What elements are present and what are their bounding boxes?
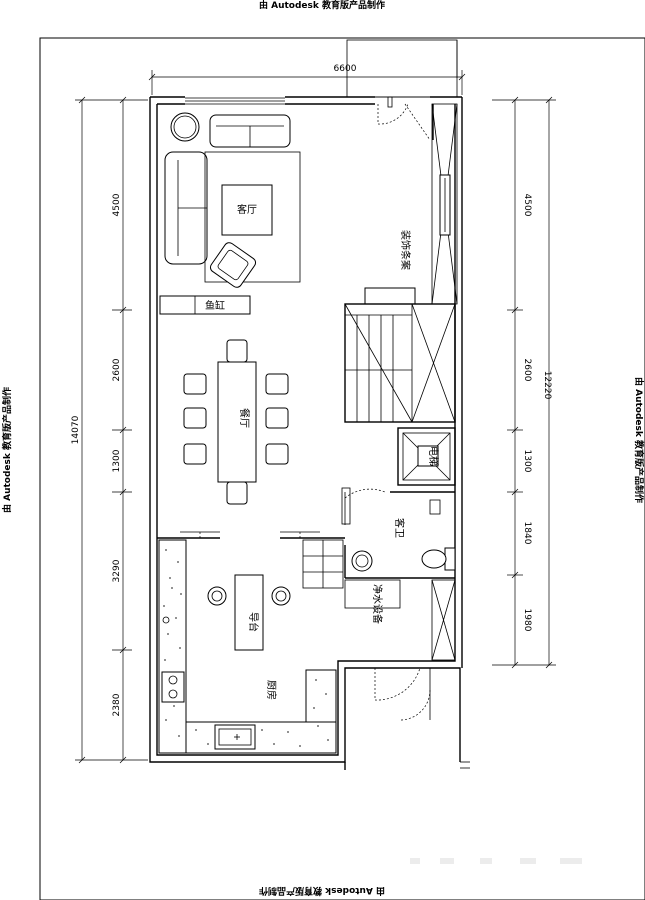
walls	[149, 39, 470, 770]
dimension-left: 14070 4500 2600 1300 3290 2380	[71, 96, 148, 764]
chair	[265, 443, 289, 465]
chair	[183, 373, 207, 395]
scan-noise	[410, 858, 582, 864]
dining-table	[217, 361, 257, 483]
wash-basin	[351, 550, 373, 572]
kitchen-counter-right	[305, 669, 337, 723]
entrance-door-bottom	[374, 667, 421, 701]
dimension-left-4: 3290	[112, 559, 122, 582]
dimension-left-2: 2600	[112, 358, 122, 381]
kitchen-counter-left	[158, 539, 187, 754]
room-label-island: 导台	[247, 612, 260, 632]
chair	[265, 373, 289, 395]
room-label-elevator: 电梯	[427, 446, 440, 466]
room-label-decor-cabinet: 装饰条案	[399, 230, 412, 270]
dimension-right-3: 1300	[522, 450, 532, 473]
room-label-water-purifier: 净水设备	[371, 584, 384, 624]
dimension-left-3: 1300	[112, 449, 122, 472]
watermark-right: 由 Autodesk 教育版产品制作	[633, 377, 645, 503]
dimension-right-5: 1980	[522, 609, 532, 632]
bar-stool	[271, 586, 291, 606]
round-side-table	[170, 112, 200, 142]
chair	[183, 443, 207, 465]
dimension-right-4: 1840	[522, 522, 532, 545]
aquarium	[159, 295, 251, 315]
elevator: 电梯	[397, 427, 456, 486]
chair	[265, 407, 289, 429]
stove	[161, 671, 185, 703]
coffee-table	[221, 184, 273, 236]
bar-stool	[207, 586, 227, 606]
toilet-bowl	[421, 549, 447, 569]
room-label-dining: 餐厅	[238, 408, 251, 428]
dimension-right-1: 4500	[522, 194, 532, 217]
dimension-top-width: 6600	[334, 64, 357, 74]
room-label-guest-bath: 客卫	[393, 518, 406, 538]
watermark-bottom: 由 Autodesk 教育版产品制作	[259, 885, 385, 897]
drawing-frame	[39, 37, 645, 900]
chair	[183, 407, 207, 429]
right-corridor	[431, 103, 458, 305]
chair	[226, 481, 248, 505]
watermark-left: 由 Autodesk 教育版产品制作	[1, 387, 13, 513]
kitchen: 导台 厨房	[157, 530, 345, 754]
water-purifier: 净水设备	[344, 579, 456, 661]
room-label-living: 客厅	[237, 203, 257, 216]
living-rug	[204, 151, 301, 283]
chair	[226, 339, 248, 363]
staircase	[344, 303, 456, 423]
entrance-door-top	[377, 103, 409, 125]
watermark-top: 由 Autodesk 教育版产品制作	[259, 0, 385, 11]
guest-bath: 客卫	[341, 487, 456, 579]
kitchen-counter-bottom	[185, 721, 337, 754]
room-label-kitchen: 厨房	[265, 680, 278, 700]
armchair	[209, 242, 257, 288]
doors	[374, 96, 431, 721]
dimension-right: 4500 2600 1300 1840 1980 12220	[492, 96, 556, 669]
dimension-left-total: 14070	[71, 415, 81, 444]
dimension-right-2: 2600	[522, 359, 532, 382]
dimension-left-5: 2380	[112, 693, 122, 716]
decor-cabinet	[364, 287, 416, 305]
living-room: 客厅 鱼缸 装饰条案	[159, 112, 416, 315]
dimension-left-1: 4500	[112, 193, 122, 216]
dimension-top: 6600	[148, 64, 466, 95]
kitchen-island	[234, 574, 264, 651]
room-label-aquarium: 鱼缸	[205, 299, 225, 312]
dimension-right-total: 12220	[542, 371, 552, 400]
dining-room: 餐厅	[183, 339, 289, 505]
